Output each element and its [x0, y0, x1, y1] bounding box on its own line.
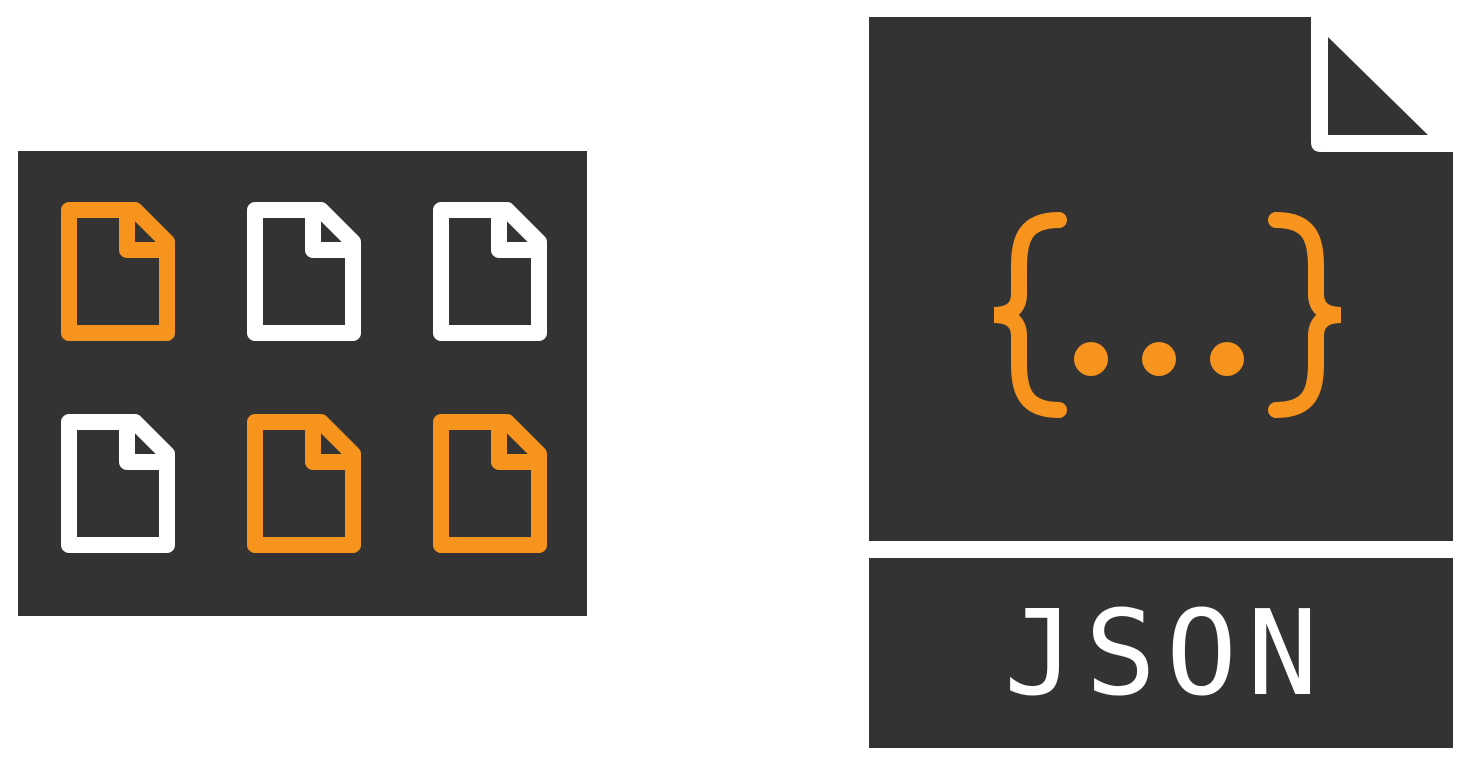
document-icon [61, 414, 175, 553]
json-document-icon [869, 17, 1453, 541]
left-brace [993, 212, 1067, 418]
files-grid-panel [18, 151, 587, 616]
json-label: JSON [1003, 584, 1329, 722]
dot-1 [1074, 342, 1108, 376]
document-icon [433, 414, 547, 553]
folded-corner [1328, 37, 1428, 135]
document-icon [247, 202, 361, 341]
right-brace [1268, 212, 1342, 418]
dot-2 [1142, 342, 1176, 376]
document-icon [247, 414, 361, 553]
json-label-box: JSON [869, 558, 1453, 748]
document-body [869, 17, 1453, 541]
dot-3 [1210, 342, 1244, 376]
document-icon [433, 202, 547, 341]
document-icon [61, 202, 175, 341]
